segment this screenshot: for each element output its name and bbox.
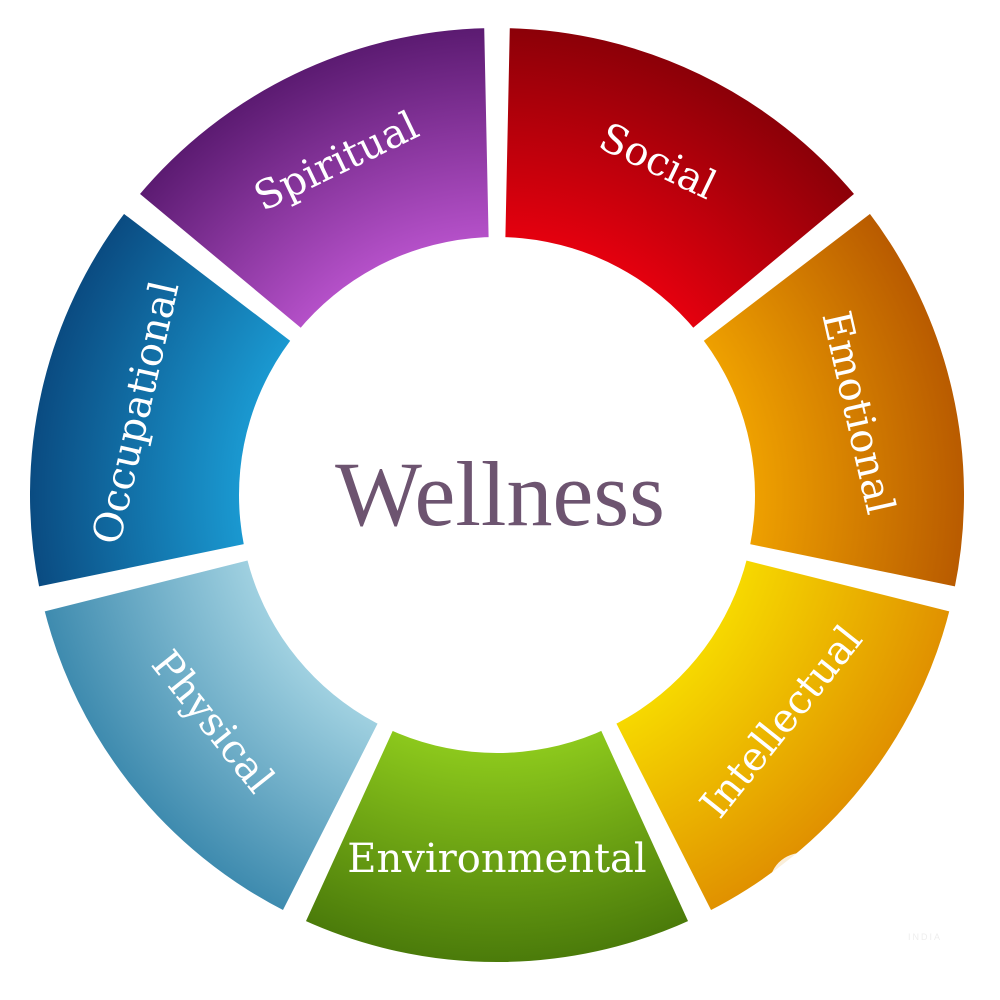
segment-environmental: Environmental [298, 716, 696, 968]
olx-watermark: OLX INDIA [765, 833, 976, 950]
center-circle [239, 237, 755, 753]
segment-occupational: Occupational [24, 205, 305, 594]
watermark-region: INDIA [908, 932, 942, 942]
center-title: Wellness [335, 443, 665, 545]
watermark-brand: OLX [767, 835, 973, 947]
segment-emotional: Emotional [689, 205, 970, 594]
segment-label: Environmental [347, 836, 646, 882]
